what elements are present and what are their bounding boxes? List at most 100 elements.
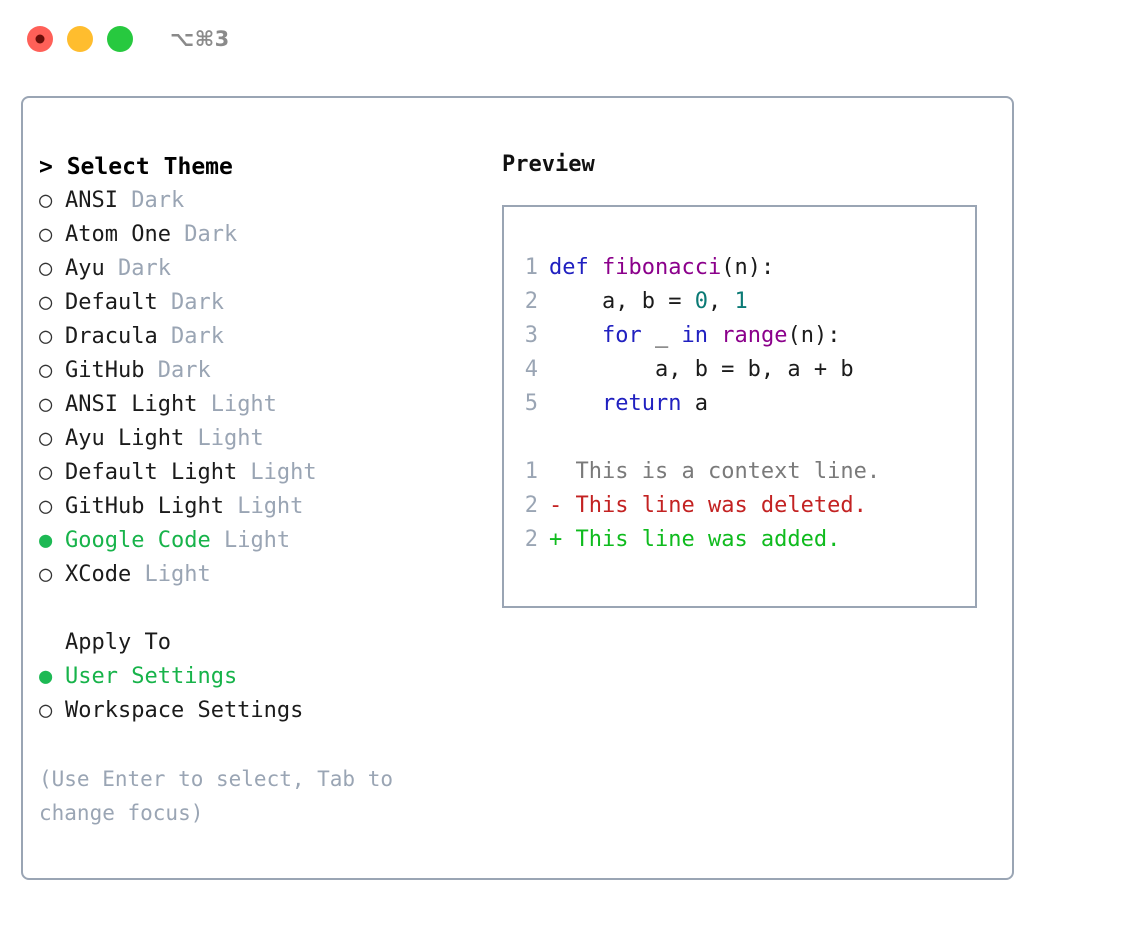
theme-list-item[interactable]: ○ XCode Light: [39, 558, 499, 592]
theme-variant-badge: Light: [184, 426, 264, 451]
theme-variant-badge: Dark: [144, 358, 211, 383]
code-token-kw: for: [601, 323, 642, 348]
code-line: 4 a, b = b, a + b: [516, 353, 880, 387]
page-title: > Select Theme: [39, 154, 233, 180]
radio-unselected-icon: ○: [39, 698, 53, 723]
theme-list-item[interactable]: ○ Default Dark: [39, 286, 499, 320]
theme-list: ○ANSI Dark○Atom One Dark○Ayu Dark○Defaul…: [39, 184, 499, 592]
diff-line: 2+ This line was added.: [516, 523, 880, 557]
code-token-plain: _: [641, 323, 682, 348]
keyboard-shortcut-label: ⌥⌘3: [170, 27, 230, 51]
preview-label: Preview: [502, 152, 595, 177]
code-token-fn: fibonacci: [601, 255, 722, 280]
theme-selector-panel: > Select Theme ○ANSI Dark○Atom One Dark○…: [21, 96, 1014, 880]
code-token-num: 0: [694, 289, 708, 314]
theme-name: ANSI: [65, 188, 118, 213]
theme-variant-badge: Dark: [157, 290, 224, 315]
radio-unselected-icon: ○: [39, 358, 53, 383]
code-token-plain: a, b = b, a + b: [549, 357, 854, 382]
theme-list-item[interactable]: ○Atom One Dark: [39, 218, 499, 252]
diff-text: This line was deleted.: [575, 493, 867, 518]
close-icon: [35, 34, 45, 44]
theme-name: Ayu: [65, 256, 105, 281]
radio-unselected-icon: ○: [39, 290, 53, 315]
theme-variant-badge: Light: [210, 528, 291, 553]
code-token-plain: a: [681, 391, 708, 416]
theme-variant-badge: Dark: [157, 324, 224, 349]
theme-list-item[interactable]: ○ GitHub Light Light: [39, 490, 499, 524]
code-line: 2 a, b = 0, 1: [516, 285, 880, 319]
theme-name: Dracula: [65, 324, 158, 349]
theme-name: GitHub: [65, 358, 145, 383]
radio-unselected-icon: ○: [39, 460, 53, 485]
theme-variant-badge: Light: [131, 562, 211, 587]
diff-text: This line was added.: [575, 527, 841, 552]
code-line: 3 for _ in range(n):: [516, 319, 880, 353]
radio-unselected-icon: ○: [39, 392, 53, 417]
radio-unselected-icon: ○: [39, 426, 53, 451]
diff-text: This is a context line.: [575, 459, 881, 484]
theme-list-item[interactable]: ○ GitHub Dark: [39, 354, 499, 388]
theme-list-item[interactable]: ○Default Light Light: [39, 456, 499, 490]
code-token-fn: range: [721, 323, 788, 348]
apply-to-list: ● User Settings ○Workspace Settings: [39, 660, 499, 728]
radio-unselected-icon: ○: [39, 188, 53, 213]
title-bar: ⌥⌘3: [0, 0, 1140, 76]
apply-to-option[interactable]: ● User Settings: [39, 660, 499, 694]
radio-unselected-icon: ○: [39, 494, 53, 519]
code-token-plain: [549, 391, 602, 416]
line-number: 3: [524, 323, 538, 348]
radio-unselected-icon: ○: [39, 256, 53, 281]
close-button[interactable]: [27, 26, 53, 52]
line-number: 4: [524, 357, 538, 382]
code-line: 1 def fibonacci(n):: [516, 251, 880, 285]
radio-unselected-icon: ○: [39, 562, 53, 587]
code-token-kw: def: [549, 255, 602, 280]
diff-line: 2- This line was deleted.: [516, 489, 880, 523]
line-number: 1: [524, 255, 538, 280]
minimize-button[interactable]: [67, 26, 93, 52]
theme-variant-badge: Dark: [104, 256, 171, 281]
theme-list-item[interactable]: ○ ANSI Dark: [39, 184, 499, 218]
theme-list-item[interactable]: ○Dracula Dark: [39, 320, 499, 354]
theme-name: Google Code: [65, 528, 211, 553]
apply-to-label: User Settings: [65, 664, 238, 689]
theme-name: Default: [65, 290, 158, 315]
theme-list-item[interactable]: ○ ANSI Light Light: [39, 388, 499, 422]
maximize-button[interactable]: [107, 26, 133, 52]
code-token-plain: (n):: [787, 323, 841, 348]
radio-selected-icon: ●: [39, 528, 53, 553]
apply-to-title: Apply To: [65, 630, 171, 655]
code-token-num: 1: [734, 289, 748, 314]
code-token-plain: [708, 323, 721, 348]
code-line: 5 return a: [516, 387, 880, 421]
diff-lines: 1 This is a context line. 2- This line wa…: [516, 455, 880, 557]
code-token-plain: [549, 323, 602, 348]
code-token-kw: return: [601, 391, 682, 416]
radio-selected-icon: ●: [39, 664, 53, 689]
theme-name: Atom One: [65, 222, 171, 247]
theme-variant-badge: Dark: [117, 188, 185, 213]
line-number: 2: [524, 493, 538, 518]
theme-name: XCode: [65, 562, 132, 587]
theme-list-item[interactable]: ● Google Code Light: [39, 524, 499, 558]
theme-variant-badge: Dark: [170, 222, 238, 247]
theme-list-column: > Select Theme ○ANSI Dark○Atom One Dark○…: [39, 150, 499, 830]
line-number: 1: [524, 459, 538, 484]
apply-to-option[interactable]: ○Workspace Settings: [39, 694, 499, 728]
line-number: 2: [524, 289, 538, 314]
theme-name: Default Light: [65, 460, 238, 485]
code-token-plain: (n):: [721, 255, 775, 280]
code-token-plain: ,: [707, 289, 735, 314]
theme-list-item[interactable]: ○ Ayu Dark: [39, 252, 499, 286]
theme-name: GitHub Light: [65, 494, 224, 519]
theme-name: ANSI Light: [65, 392, 198, 417]
theme-variant-badge: Light: [223, 494, 304, 519]
line-number: 2: [524, 527, 538, 552]
diff-sign: [549, 459, 576, 484]
theme-list-item[interactable]: ○Ayu Light Light: [39, 422, 499, 456]
theme-variant-badge: Light: [197, 392, 277, 417]
